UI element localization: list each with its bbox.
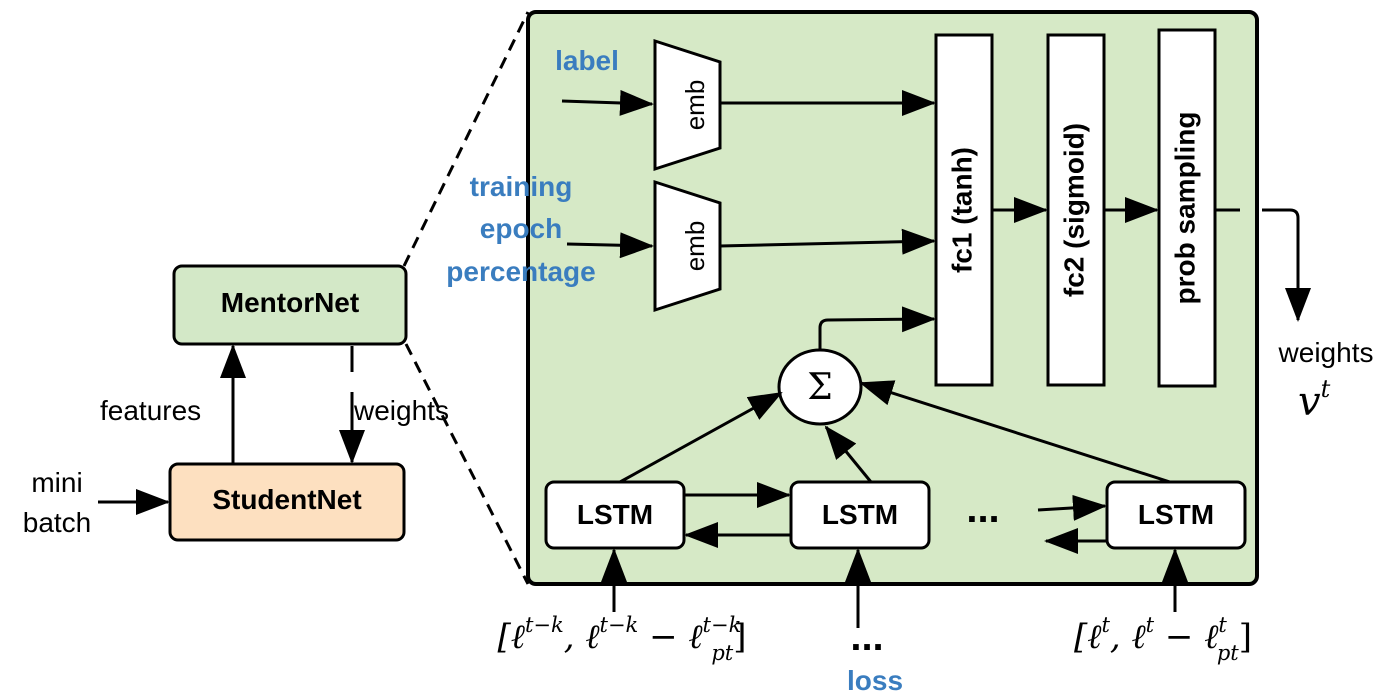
epoch-label-line3: percentage (446, 256, 595, 287)
zoom-line-top (402, 11, 530, 267)
sum-to-fc1-arrow (818, 306, 936, 350)
emb-block-epoch (653, 179, 722, 313)
prob-sampling-block (1157, 28, 1217, 388)
epoch-label-line1: training (470, 171, 573, 202)
emb-label-2: emb (680, 221, 710, 272)
lstm-label-3: LSTM (1138, 499, 1214, 530)
fc1-block (934, 33, 994, 387)
fc2-block (1046, 33, 1106, 387)
lstm-label-2: LSTM (822, 499, 898, 530)
lstm-ellipsis: ... (966, 487, 999, 531)
features-label: features (100, 395, 201, 426)
lstm2-to-sum-arrow (824, 425, 873, 483)
fc2-label: fc2 (sigmoid) (1058, 123, 1089, 297)
loss-label: loss (847, 665, 903, 695)
emb-block-label (653, 38, 722, 172)
loss-dots: ... (850, 615, 883, 659)
lstm-label-1: LSTM (577, 499, 653, 530)
studentnet-label: StudentNet (212, 484, 361, 515)
lstm1-to-sum-arrow (619, 391, 783, 484)
epoch-label-line2: epoch (480, 213, 562, 244)
label-input-text: label (555, 45, 619, 76)
emb2-to-fc1-arrow (719, 228, 936, 255)
output-symbol: vt (1298, 375, 1331, 425)
lstm3-to-sum-arrow (859, 380, 1171, 484)
ellipsis-to-lstm3-arrow (1037, 494, 1107, 521)
fc1-label: fc1 (tanh) (946, 147, 977, 273)
output-arrow (1262, 208, 1311, 322)
zoom-line-bottom (404, 343, 530, 585)
sum-symbol: Σ (807, 367, 832, 408)
mini-label: mini (31, 467, 82, 498)
output-weights-label: weights (1278, 337, 1374, 368)
mentornet-box (172, 264, 408, 346)
label-input-arrow (561, 89, 654, 116)
epoch-input-arrow (566, 232, 654, 259)
batch-label: batch (23, 507, 92, 538)
studentnet-box (168, 462, 406, 542)
prob-sampling-label: prob sampling (1169, 112, 1200, 305)
mentornet-label: MentorNet (221, 287, 359, 318)
emb-label-1: emb (680, 80, 710, 131)
